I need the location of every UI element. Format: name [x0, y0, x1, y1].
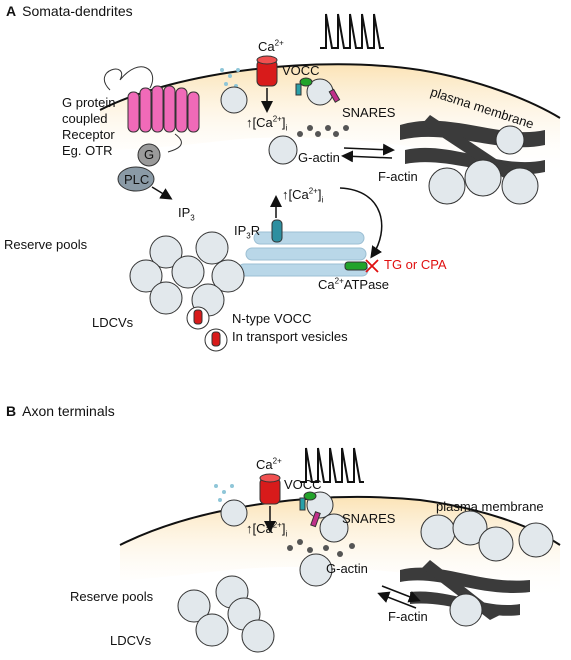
ldcvs-label-a: LDCVs — [92, 315, 134, 330]
ip3r-text: IP — [234, 223, 247, 238]
transport-vesicles-label: In transport vesicles — [232, 329, 348, 344]
docked-vesicle-b1 — [220, 499, 248, 527]
ip3r-r: R — [250, 223, 261, 238]
ldcvs-label-b: LDCVs — [110, 633, 152, 648]
ip3-receptor — [271, 219, 283, 243]
actin-equilibrium-arrow-2-b — [377, 591, 417, 609]
ca-atpase-text: ATPase — [343, 277, 390, 292]
transport-vesicles-a — [186, 306, 228, 352]
gpcr-receptor — [103, 66, 200, 153]
ca-i-close-b: ] — [281, 521, 286, 536]
plc-enzyme — [117, 166, 155, 192]
reserve-pools-label-b: Reserve pools — [70, 589, 154, 604]
ip3r-label: IP3R — [234, 223, 261, 240]
ip3-sub: 3 — [190, 213, 195, 223]
ca-label-b: Ca2+ — [256, 456, 282, 472]
membrane-vesicles-b — [420, 510, 554, 562]
vocc-channel-b — [259, 473, 281, 505]
snares-label-a: SNARES — [342, 105, 396, 120]
ca-i-label-b: ↑[Ca2+]i — [246, 520, 287, 538]
ca-label-a: Ca2+ — [258, 38, 284, 54]
ca-i-text-a: ↑[Ca — [246, 115, 273, 130]
vocc-channel-a — [256, 55, 278, 87]
ca-sup-b: 2+ — [272, 456, 282, 466]
gpcr-line-4: Eg. OTR — [62, 143, 113, 158]
g-actin-monomers-b — [287, 539, 355, 557]
ca-sup-a: 2+ — [274, 38, 284, 48]
ca-i-er-close: ] — [317, 187, 322, 202]
g-protein-letter: G — [144, 147, 155, 162]
plc-label: PLC — [124, 172, 150, 187]
panel-a — [99, 13, 561, 352]
g-actin-label-b: G-actin — [326, 561, 368, 576]
panel-a-title: Somata-dendrites — [22, 3, 133, 19]
plasma-membrane-a — [99, 63, 561, 119]
ca-text-a: Ca — [258, 39, 275, 54]
f-actin-vesicle-b — [449, 593, 483, 627]
reserve-pool-vesicles-b — [177, 575, 275, 653]
panel-b-header: B Axon terminals — [6, 404, 115, 418]
panel-b — [119, 447, 561, 653]
plc-arrow — [151, 186, 173, 200]
ca-i-sup-a: 2+ — [272, 114, 282, 124]
g-actin-vesicle-b — [299, 553, 333, 587]
g-actin-label-a: G-actin — [298, 150, 340, 165]
ip3r-sub: 3 — [246, 231, 251, 241]
endoplasmic-reticulum — [237, 231, 369, 277]
ca-i-er-sub: i — [321, 195, 324, 205]
snare-complex-b — [299, 491, 349, 543]
tg-block-mark — [365, 259, 379, 273]
panel-b-letter: B — [6, 403, 17, 419]
g-actin-monomers-a — [297, 125, 349, 137]
g-actin-vesicle-a — [268, 135, 298, 165]
plasma-membrane-b — [119, 496, 561, 546]
f-actin-label-a: F-actin — [378, 169, 418, 184]
ca-atpase-pump — [344, 261, 368, 271]
ca-atpase-label: Ca2+ATPase — [318, 276, 390, 292]
g-protein — [137, 143, 161, 167]
reserve-pool-vesicles-a — [129, 231, 245, 317]
ca-i-label-er: ↑[Ca2+]i — [282, 186, 323, 204]
ip3-label: IP3 — [178, 205, 195, 222]
docked-vesicle-a1 — [220, 86, 248, 114]
panel-a-letter: A — [6, 3, 17, 19]
gpcr-line-1: G protein — [62, 95, 116, 110]
ca-text-b: Ca — [256, 457, 273, 472]
ca-atpase-ca: Ca — [318, 277, 335, 292]
ca-i-er-sup: 2+ — [308, 186, 318, 196]
tg-cpa-label: TG or CPA — [384, 257, 447, 272]
ca-i-label-a: ↑[Ca2+]i — [246, 114, 287, 132]
ip3-text: IP — [178, 205, 191, 220]
ca-i-close-a: ] — [281, 115, 286, 130]
panel-b-title: Axon terminals — [22, 403, 115, 419]
snares-label-b: SNARES — [342, 511, 396, 526]
reserve-pools-label-a: Reserve pools — [4, 237, 88, 252]
ca-i-er-text: ↑[Ca — [282, 187, 309, 202]
vesicles-cluster-a — [428, 125, 539, 205]
actin-equilibrium-arrow-2-a — [341, 150, 393, 163]
action-potential-spikes-a — [320, 13, 384, 49]
gpcr-line-3: Receptor — [62, 127, 115, 142]
serca-uptake-arrow — [339, 187, 383, 259]
ca-i-sup-b: 2+ — [272, 520, 282, 530]
ca-atpase-sup: 2+ — [334, 276, 344, 286]
actin-equilibrium-arrow-1-b — [381, 585, 421, 603]
ca-i-text-b: ↑[Ca — [246, 521, 273, 536]
gpcr-line-2: coupled — [62, 111, 108, 126]
action-potential-spikes-b — [300, 447, 364, 483]
vocc-label-a: VOCC — [282, 63, 320, 78]
actin-equilibrium-arrow-1-a — [343, 143, 395, 156]
panel-a-header: A Somata-dendrites — [6, 4, 133, 18]
ntype-vocc-label: N-type VOCC — [232, 311, 312, 326]
ca-i-sub-a: i — [285, 123, 288, 133]
plasma-membrane-label-b: plasma membrane — [436, 499, 544, 514]
vocc-label-b: VOCC — [284, 477, 322, 492]
cytoplasm-shading-a — [100, 64, 560, 175]
ca-i-sub-b: i — [285, 529, 288, 539]
f-actin-label-b: F-actin — [388, 609, 428, 624]
snare-complex-a — [295, 77, 341, 106]
